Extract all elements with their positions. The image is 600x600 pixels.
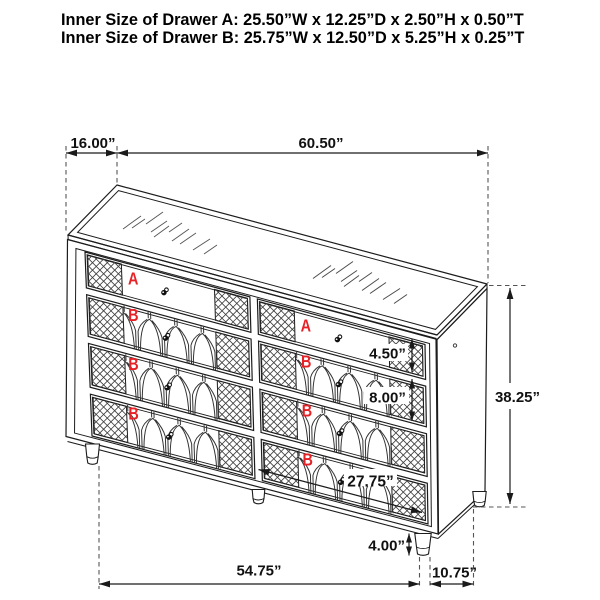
svg-text:8.00”: 8.00”: [369, 390, 406, 407]
svg-text:54.75”: 54.75”: [236, 563, 281, 580]
svg-text:10.75”: 10.75”: [432, 565, 477, 582]
svg-text:B: B: [128, 355, 138, 375]
svg-text:B: B: [303, 450, 313, 470]
svg-text:38.25”: 38.25”: [495, 389, 540, 406]
svg-text:B: B: [302, 401, 312, 421]
svg-text:A: A: [128, 269, 139, 289]
svg-text:B: B: [128, 306, 138, 326]
svg-text:16.00”: 16.00”: [70, 135, 115, 152]
svg-text:A: A: [301, 316, 312, 336]
svg-text:4.50”: 4.50”: [369, 346, 406, 363]
svg-text:B: B: [128, 404, 138, 424]
svg-text:27.75”: 27.75”: [347, 474, 394, 491]
svg-text:4.00”: 4.00”: [368, 538, 405, 555]
svg-text:B: B: [301, 352, 311, 372]
svg-text:60.50”: 60.50”: [298, 135, 343, 152]
